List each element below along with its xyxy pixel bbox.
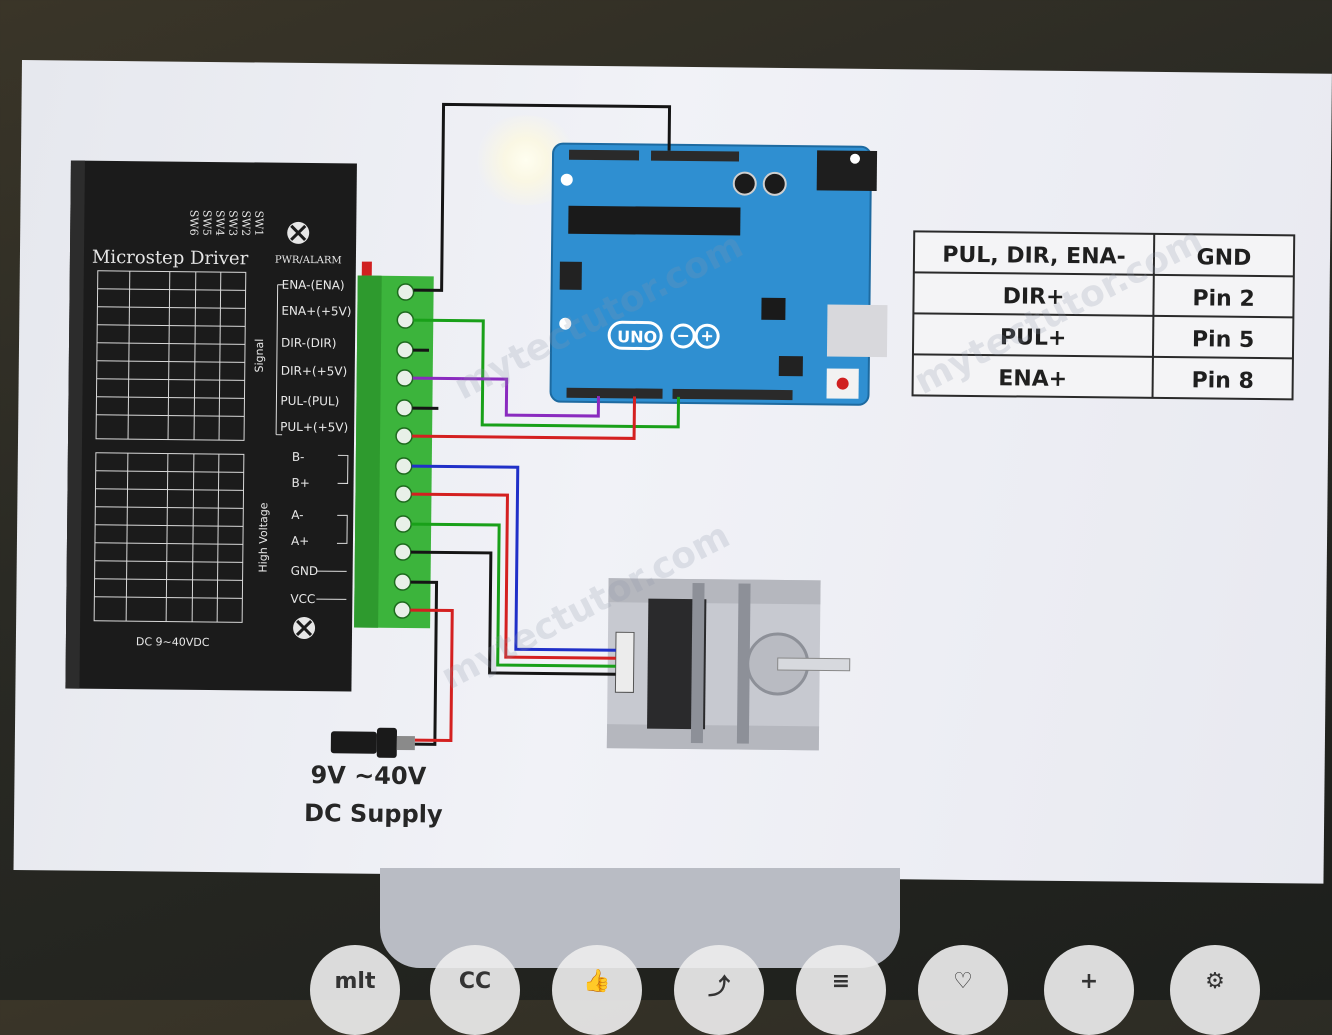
table-signal-cell: PUL, DIR, ENA- <box>942 243 1126 270</box>
wire-gnd <box>413 318 681 429</box>
screen-area: SW6 SW5 SW4 SW3 SW2 SW1 Microstep Driver… <box>13 60 1332 884</box>
terminal-screw <box>394 515 412 533</box>
wire-coil-a-plus <box>410 550 616 676</box>
wire-coil-b-plus <box>411 492 616 660</box>
settings-button[interactable]: ⚙ <box>1170 945 1260 1035</box>
terminal-screw <box>393 601 412 619</box>
terminal-screw <box>394 485 413 503</box>
terminal-label: ENA-(ENA) <box>282 278 345 293</box>
wire-supply-gnd <box>410 580 439 746</box>
terminal-label: B+ <box>292 476 310 490</box>
current-table <box>93 452 245 623</box>
terminal-screw <box>394 543 412 561</box>
wire-coil-b-minus <box>411 464 616 652</box>
switch-label: SW2 <box>239 210 252 236</box>
terminal-label: GND <box>291 564 319 578</box>
power-group-label: High Voltage <box>257 502 271 572</box>
captions-button[interactable]: CC <box>430 945 520 1035</box>
dc-jack <box>330 727 415 758</box>
terminal-screw <box>393 573 412 591</box>
wire-ena <box>413 102 672 292</box>
voltage-rating: DC 9~40VDC <box>136 635 210 649</box>
switch-label: SW4 <box>213 210 226 236</box>
terminal-screw <box>395 369 414 387</box>
alarm-label: PWR/ALARM <box>275 255 342 267</box>
microstep-table <box>95 270 247 441</box>
share-button[interactable]: ⤴ <box>674 945 764 1035</box>
driver-title: Microstep Driver <box>92 247 249 270</box>
terminal-label: A- <box>291 508 303 522</box>
stepper-motor <box>606 578 851 751</box>
terminal-screw <box>395 427 413 445</box>
terminal-screw <box>395 457 413 475</box>
switch-label: SW5 <box>200 210 213 236</box>
table-signal-cell: ENA+ <box>998 366 1067 392</box>
terminal-screw <box>396 283 415 301</box>
terminal-label: ENA+(+5V) <box>281 304 351 319</box>
table-pin-cell: Pin 8 <box>1191 368 1254 394</box>
board-model: UNO <box>617 327 657 346</box>
pin-mapping-table: PUL, DIR, ENA- GND DIR+ Pin 2 PUL+ Pin 5… <box>911 230 1296 401</box>
terminal-screw <box>396 341 414 359</box>
table-pin-cell: GND <box>1196 245 1251 271</box>
add-button[interactable]: + <box>1044 945 1134 1035</box>
wiring-diagram: SW6 SW5 SW4 SW3 SW2 SW1 Microstep Driver… <box>65 102 1296 758</box>
terminal-block <box>354 275 434 629</box>
terminal-label: VCC <box>290 592 315 606</box>
microstep-driver: SW6 SW5 SW4 SW3 SW2 SW1 Microstep Driver… <box>65 160 372 692</box>
thanks-button[interactable]: ♡ <box>918 945 1008 1035</box>
terminal-screw <box>396 311 415 329</box>
switch-label: SW6 <box>187 210 200 236</box>
signal-group-label: Signal <box>253 339 266 373</box>
switch-label: SW3 <box>226 210 239 236</box>
wire-pul <box>412 396 637 440</box>
channel-avatar[interactable]: mlt <box>310 945 400 1035</box>
supply-voltage-label: 9V ~40V <box>310 761 427 791</box>
terminal-screw <box>395 399 414 417</box>
supply-label: DC Supply <box>303 798 443 829</box>
table-signal-cell: PUL+ <box>1000 325 1067 351</box>
terminal-label: PUL-(PUL) <box>280 394 339 409</box>
terminal-label: B- <box>292 450 305 464</box>
wire-dir <box>412 376 601 418</box>
terminal-label: DIR-(DIR) <box>281 336 337 351</box>
wire-coil-a-minus <box>411 522 616 668</box>
like-button[interactable]: 👍 <box>552 945 642 1035</box>
wires <box>410 102 681 746</box>
switch-label: SW1 <box>252 210 265 236</box>
table-signal-cell: DIR+ <box>1003 284 1065 310</box>
terminal-label: DIR+(+5V) <box>281 364 348 379</box>
table-pin-cell: Pin 2 <box>1192 286 1255 312</box>
terminal-label: PUL+(+5V) <box>280 420 348 435</box>
save-button[interactable]: ≡ <box>796 945 886 1035</box>
table-pin-cell: Pin 5 <box>1192 327 1255 353</box>
arduino-board: UNO <box>549 142 888 406</box>
wire-supply-vcc <box>410 608 454 743</box>
terminal-label: A+ <box>291 534 309 548</box>
